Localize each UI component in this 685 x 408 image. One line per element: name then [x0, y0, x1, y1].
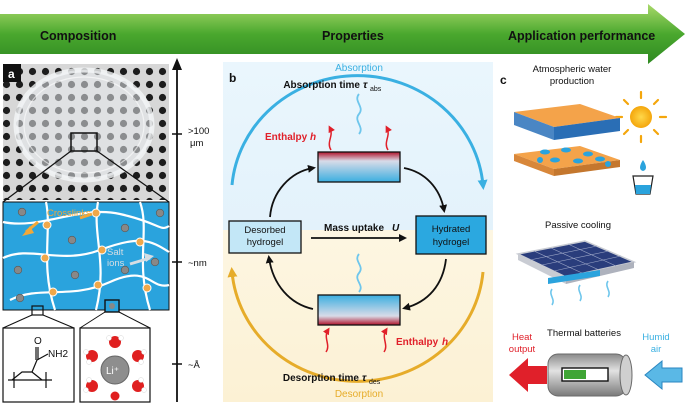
desorbed-line1: Desorbed [244, 225, 285, 236]
hydrated-line1: Hydrated [432, 224, 471, 235]
water-label-line1: Atmospheric water [533, 64, 612, 75]
panel-a-network: Crosslinks Salt ions [2, 201, 170, 329]
heat-arrow-out-right [385, 125, 392, 151]
absorption-time-label: Absorption time [283, 80, 360, 91]
hydrogel-desorbing [317, 294, 401, 326]
absorption-region [223, 62, 493, 230]
heat-output-arrow [509, 358, 547, 392]
header-arrow: Composition Properties Application perfo… [0, 4, 685, 64]
hydrated-line2: hydrogel [433, 237, 469, 248]
panel-a-letter: a [8, 67, 15, 81]
battery-icon [547, 353, 633, 397]
crosslinks-arrow-right [79, 212, 93, 220]
enthalpy-top-h: h [310, 132, 316, 143]
water-harvester-top-plate [514, 104, 620, 140]
desorption-arc [227, 267, 485, 383]
header-application: Application performance [508, 29, 655, 43]
chem-inset: O NH2 [2, 327, 75, 403]
length-scale-axis: >100 μm ~nm ~Å [172, 58, 209, 402]
scale-top-line1: >100 [188, 126, 209, 137]
absorption-arc [230, 74, 488, 190]
desorption-label: Desorption [335, 389, 383, 400]
heat-output-line1: Heat [512, 332, 532, 343]
water-cup-icon [632, 160, 654, 195]
desorbed-line2: hydrogel [247, 237, 283, 248]
hydrogel-absorbing [317, 151, 401, 183]
cycle-arrow-top-right [403, 167, 448, 213]
salt-label-line1: Salt [107, 247, 124, 258]
absorption-tau: τ [363, 79, 368, 91]
mass-uptake-label: Mass uptake [324, 223, 384, 234]
zoom-box [70, 132, 98, 152]
panel-b-letter: b [229, 71, 236, 85]
humid-air-line1: Humid [642, 332, 669, 343]
zoom-box-chain [31, 305, 44, 316]
water-label-line2: production [550, 76, 594, 87]
ion-inset: Li⁺ [79, 327, 151, 403]
panel-c-letter: c [500, 73, 507, 87]
thermal-batteries-label: Thermal batteries [547, 328, 621, 339]
panel-b: b Absorption Absorption time τ abs Entha… [223, 62, 493, 402]
header-composition: Composition [40, 29, 116, 43]
heat-arrow-in-left [322, 327, 330, 353]
absorption-tau-subscript: abs [370, 86, 382, 93]
water-harvester-bottom-plate [514, 146, 620, 176]
crosslinks-label: Crosslinks [47, 208, 91, 219]
absorption-label: Absorption [335, 63, 383, 74]
heat-arrow-out-left [328, 125, 335, 151]
sun-icon [614, 90, 668, 144]
enthalpy-bottom-h: h [442, 337, 448, 348]
scale-bottom: ~Å [188, 360, 201, 371]
desorbed-hydrogel-box [228, 220, 302, 254]
solar-panel-icon [515, 240, 637, 306]
humid-air-arrow [644, 359, 683, 391]
panel-a-letter-box [3, 64, 21, 82]
enthalpy-top-label: Enthalpy [265, 132, 308, 143]
chem-oxygen: O [34, 336, 42, 347]
mass-uptake-U: U [392, 223, 400, 234]
scale-top-line2: μm [190, 138, 203, 149]
cycle-arrow-bottom-left [265, 255, 314, 310]
heat-output-line2: output [509, 344, 536, 355]
heat-arrow-in-right [380, 327, 388, 353]
desorption-tau: τ [362, 372, 367, 384]
vapor-wave-top [356, 93, 362, 135]
hydrated-hydrogel-box [415, 215, 487, 255]
vapor-wave-bottom [356, 253, 362, 293]
humid-air-line2: air [651, 344, 662, 355]
panel-a-photo: a [2, 64, 170, 203]
salt-label-line2: ions [107, 258, 125, 269]
scale-mid: ~nm [188, 258, 207, 269]
lithium-ion-label: Li⁺ [106, 366, 119, 377]
desorption-tau-subscript: des [369, 379, 381, 386]
enthalpy-bottom-label: Enthalpy [396, 337, 439, 348]
panel-c: c Atmospheric water production [500, 64, 683, 397]
chem-amide: NH2 [48, 349, 68, 360]
desorption-time-label: Desorption time [283, 373, 360, 384]
cycle-arrow-bottom-right [402, 258, 447, 311]
passive-cooling-label: Passive cooling [545, 220, 611, 231]
header-properties: Properties [322, 29, 384, 43]
cycle-arrow-top-left [269, 164, 316, 218]
